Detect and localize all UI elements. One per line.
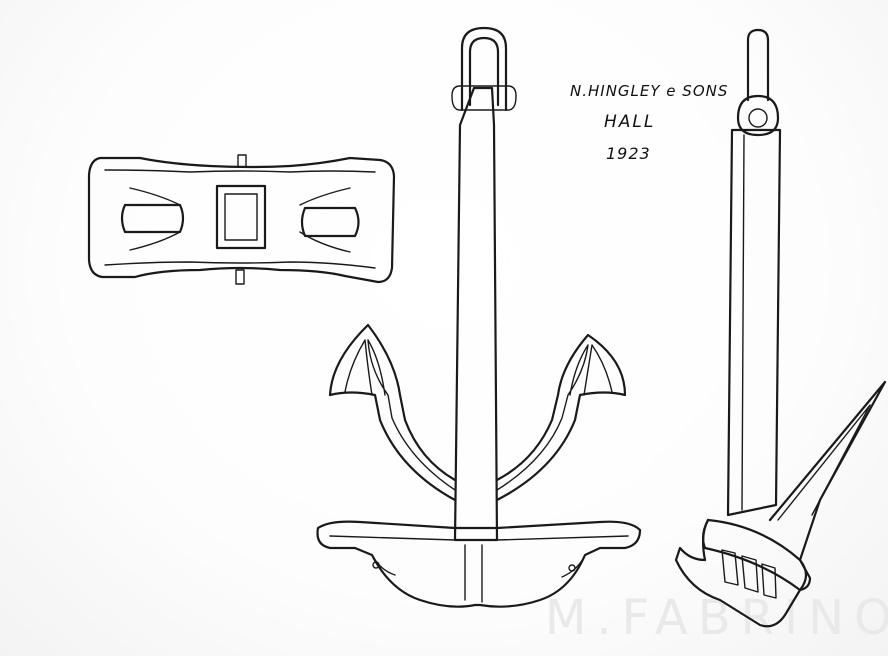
head-top-right-slot [300, 206, 360, 238]
front-left-fluke-inner [367, 339, 456, 491]
head-top-shank-hole-inner [224, 193, 258, 241]
side-shank-center-line [741, 134, 745, 511]
front-crown-bolt-left [372, 561, 380, 569]
head-top-outline [87, 156, 396, 284]
head-top-curve-left-b [129, 231, 181, 251]
front-shank [453, 86, 499, 542]
front-shackle-outer [460, 26, 508, 112]
front-shackle-pin [451, 85, 517, 111]
head-top-curve-right-a [299, 187, 351, 206]
side-fluke [768, 380, 887, 562]
head-top-left-slot [120, 203, 185, 234]
side-shackle-pin-icon [748, 108, 768, 128]
anchor-front-view [316, 26, 642, 608]
front-right-fluke-outer [495, 333, 627, 502]
head-top-inner-lower [104, 261, 376, 269]
front-right-fluke-rib [583, 344, 613, 396]
front-left-fluke-outer [328, 323, 457, 502]
front-crown-lug-right [561, 554, 586, 578]
front-right-fluke-inner [496, 344, 589, 491]
front-crown-bolt-right [568, 564, 576, 572]
year-label: 1923 [606, 144, 651, 163]
head-top-inner-upper [104, 169, 376, 173]
side-shackle [746, 28, 770, 102]
front-shackle-inner [468, 36, 500, 107]
head-top-view [87, 154, 396, 285]
side-crown-window-1 [721, 549, 739, 586]
side-shank [726, 128, 782, 517]
side-crown-body [674, 518, 812, 628]
head-top-curve-left-a [129, 187, 181, 206]
head-top-shank-hole-outer [215, 184, 267, 250]
side-crown-collar [701, 518, 808, 592]
anchor-side-view [674, 28, 887, 628]
side-shackle-ring [736, 94, 780, 137]
maker-label: N.HINGLEY e SONS [570, 82, 729, 100]
head-top-pin-bottom [235, 269, 245, 285]
model-label: HALL [604, 112, 656, 132]
side-crown-window-2 [741, 555, 759, 593]
front-crown [316, 520, 642, 608]
side-crown-window-3 [761, 563, 777, 599]
front-crown-lug-left [371, 554, 396, 576]
head-top-pin-top [237, 154, 247, 168]
side-fluke-inner [777, 404, 871, 521]
front-crown-inner-top [329, 535, 629, 541]
front-left-fluke-rib [344, 339, 373, 396]
